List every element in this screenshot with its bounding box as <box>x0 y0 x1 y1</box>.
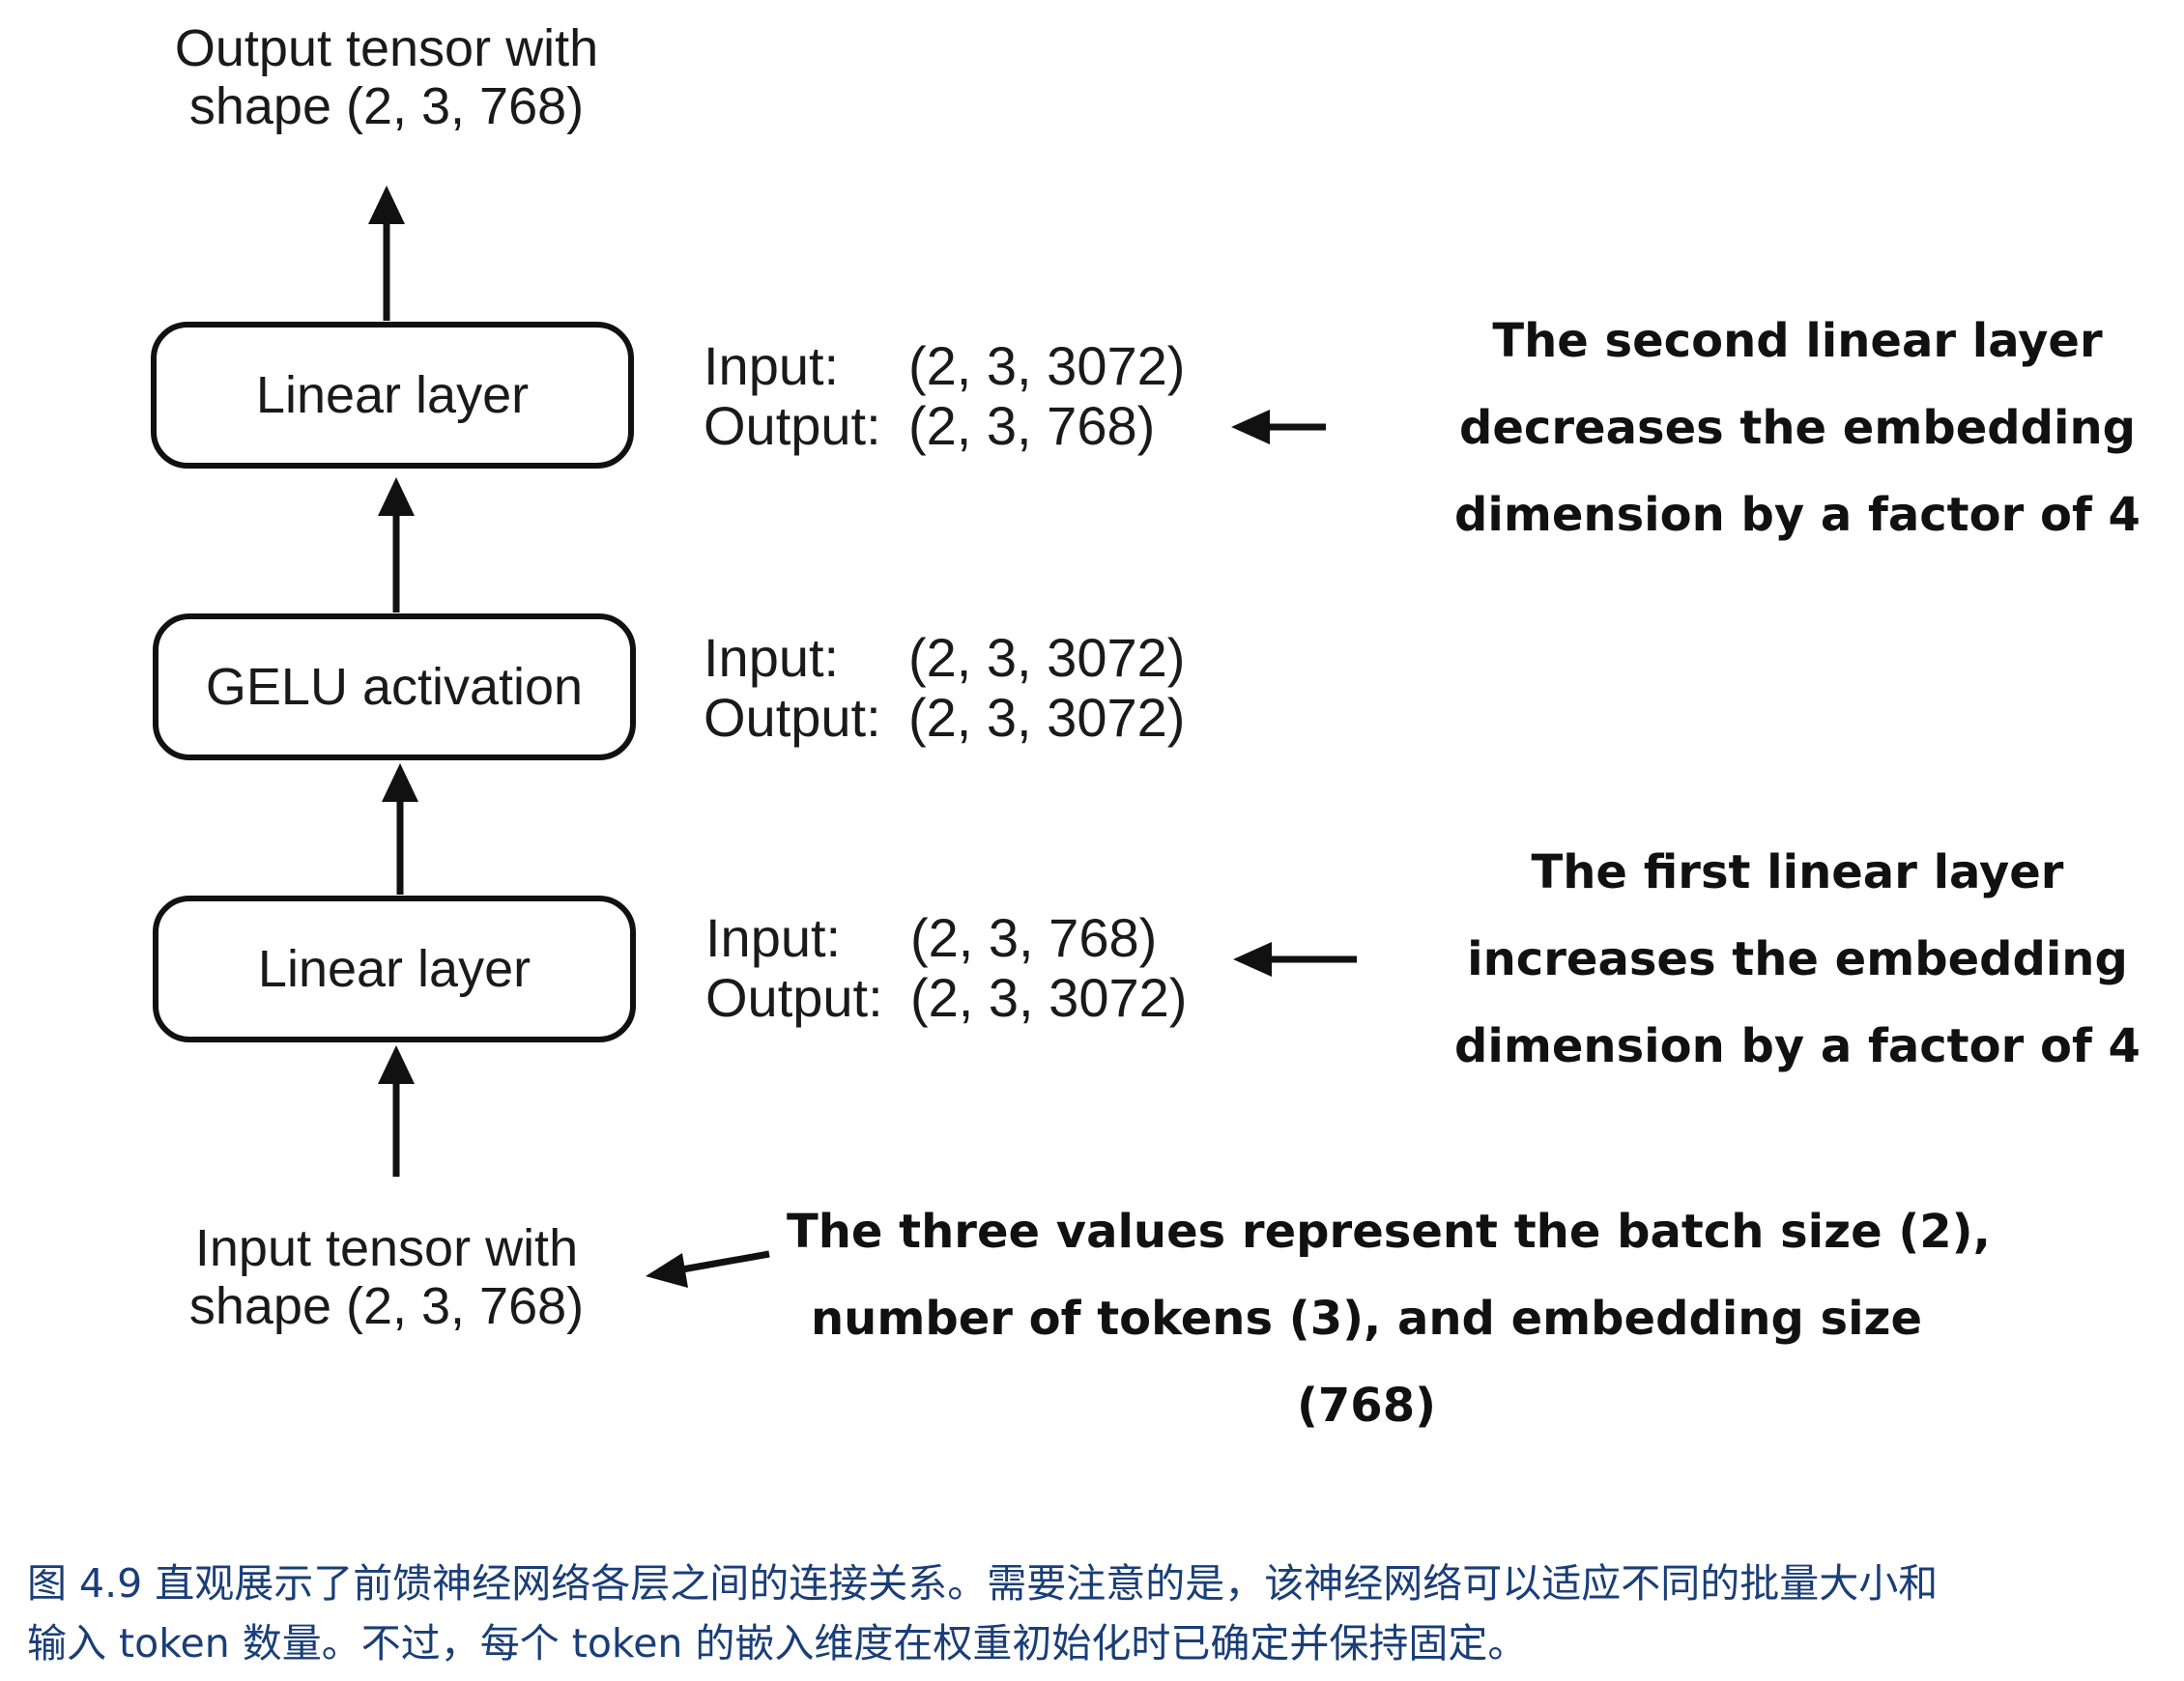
flow-arrow-linear1-to-gelu <box>382 763 418 895</box>
note-input-shape: The three values represent the batch siz… <box>787 1188 1991 1449</box>
note-line: The three values represent the batch siz… <box>787 1205 1991 1259</box>
shape-input-key: Input: <box>704 335 840 396</box>
shape-input-key: Input: <box>705 907 842 968</box>
flow-arrow-input <box>378 1045 415 1177</box>
callout-arrow-first-linear <box>1233 942 1357 977</box>
gelu-activation-box: GELU activation <box>153 613 636 760</box>
caption-line: 输入 token 数量。不过，每个 token 的嵌入维度在权重初始化时已确定并… <box>27 1620 1528 1667</box>
shape-output-row: Output: (2, 3, 768) <box>704 396 1185 456</box>
caption-line: 图 4.9 直观展示了前馈神经网络各层之间的连接关系。需要注意的是，该神经网络可… <box>27 1560 1939 1607</box>
shape-output-key: Output: <box>704 395 881 456</box>
linear-layer-1-shapes: Input: (2, 3, 768) Output: (2, 3, 3072) <box>705 908 1187 1028</box>
shape-input-value: (2, 3, 768) <box>910 907 1158 968</box>
shape-input-row: Input: (2, 3, 3072) <box>704 628 1185 688</box>
note-second-linear: The second linear layer decreases the em… <box>1411 298 2184 558</box>
gelu-activation-label: GELU activation <box>205 658 584 716</box>
shape-input-key: Input: <box>704 627 840 688</box>
linear-layer-1-label: Linear layer <box>257 940 532 998</box>
note-line: number of tokens (3), and embedding size <box>810 1292 1923 1346</box>
shape-input-row: Input: (2, 3, 768) <box>705 908 1187 968</box>
output-tensor-line: shape (2, 3, 768) <box>188 77 585 135</box>
shape-output-key: Output: <box>704 687 881 748</box>
flow-arrow-output <box>368 185 405 321</box>
shape-output-value: (2, 3, 3072) <box>910 967 1188 1028</box>
note-line: The second linear layer <box>1492 314 2103 368</box>
shape-input-value: (2, 3, 3072) <box>908 335 1186 396</box>
input-tensor-line: Input tensor with <box>194 1219 579 1277</box>
output-tensor-label: Output tensor with shape (2, 3, 768) <box>135 19 638 135</box>
note-line: (768) <box>1296 1379 1437 1433</box>
shape-output-value: (2, 3, 3072) <box>908 687 1186 748</box>
shape-input-value: (2, 3, 3072) <box>908 627 1186 688</box>
input-tensor-line: shape (2, 3, 768) <box>188 1277 585 1335</box>
callout-arrow-input-shape <box>646 1250 770 1288</box>
shape-output-row: Output: (2, 3, 3072) <box>705 968 1187 1028</box>
shape-output-key: Output: <box>705 967 883 1028</box>
linear-layer-2-box: Linear layer <box>151 322 634 469</box>
callout-arrow-second-linear <box>1231 410 1326 444</box>
note-line: dimension by a factor of 4 <box>1454 488 2141 542</box>
note-line: The first linear layer <box>1531 845 2064 899</box>
input-tensor-label: Input tensor with shape (2, 3, 768) <box>135 1219 638 1335</box>
linear-layer-2-shapes: Input: (2, 3, 3072) Output: (2, 3, 768) <box>704 336 1185 456</box>
flow-arrow-gelu-to-linear2 <box>378 477 415 613</box>
note-line: decreases the embedding <box>1459 401 2136 455</box>
shape-output-value: (2, 3, 768) <box>908 395 1156 456</box>
linear-layer-1-box: Linear layer <box>153 896 636 1042</box>
note-first-linear: The first linear layer increases the emb… <box>1411 829 2184 1090</box>
output-tensor-line: Output tensor with <box>174 19 599 77</box>
note-line: dimension by a factor of 4 <box>1454 1019 2141 1073</box>
linear-layer-2-label: Linear layer <box>255 366 530 424</box>
note-line: increases the embedding <box>1467 932 2128 986</box>
shape-input-row: Input: (2, 3, 3072) <box>704 336 1185 396</box>
figure-caption: 图 4.9 直观展示了前馈神经网络各层之间的连接关系。需要注意的是，该神经网络可… <box>27 1553 2163 1673</box>
gelu-activation-shapes: Input: (2, 3, 3072) Output: (2, 3, 3072) <box>704 628 1185 748</box>
shape-output-row: Output: (2, 3, 3072) <box>704 688 1185 748</box>
